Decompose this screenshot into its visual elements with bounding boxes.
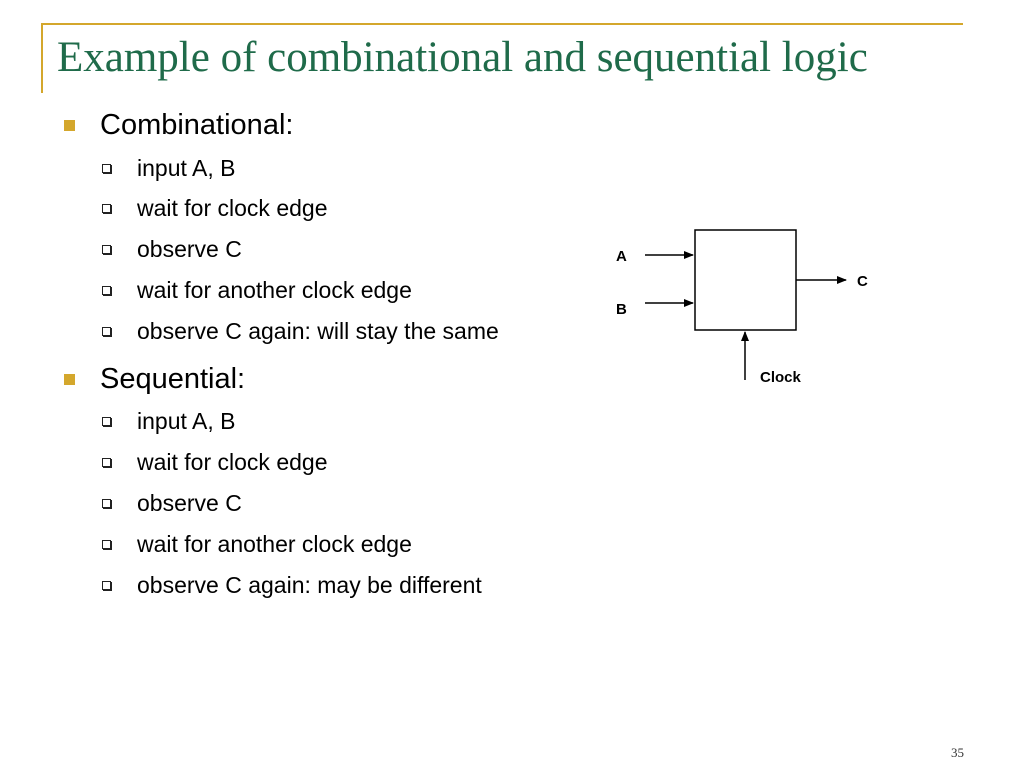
list-item: input A, B <box>102 408 236 434</box>
list-item: wait for clock edge <box>102 449 328 475</box>
logic-block-diagram: A B C Clock <box>600 220 868 400</box>
checkbox-bullet-icon <box>102 540 111 549</box>
logic-block-box <box>694 229 797 331</box>
checkbox-bullet-icon <box>102 458 111 467</box>
checkbox-bullet-icon <box>102 286 111 295</box>
square-bullet-icon <box>64 374 75 385</box>
square-bullet-icon <box>64 120 75 131</box>
section-heading-sequential: Sequential: <box>64 363 246 395</box>
list-item: wait for another clock edge <box>102 277 412 303</box>
list-item-text: observe C again: may be different <box>137 572 482 598</box>
list-item: observe C again: may be different <box>102 572 482 598</box>
checkbox-bullet-icon <box>102 499 111 508</box>
clock-label: Clock <box>760 369 801 386</box>
list-item-text: observe C again: will stay the same <box>137 318 499 344</box>
section-heading-text: Combinational: <box>100 109 294 141</box>
list-item-text: observe C <box>137 490 242 516</box>
list-item: wait for clock edge <box>102 195 328 221</box>
list-item-text: wait for clock edge <box>137 195 328 221</box>
list-item-text: wait for another clock edge <box>137 531 412 557</box>
checkbox-bullet-icon <box>102 417 111 426</box>
list-item: wait for another clock edge <box>102 531 412 557</box>
checkbox-bullet-icon <box>102 581 111 590</box>
list-item: observe C <box>102 236 242 262</box>
list-item: observe C again: will stay the same <box>102 318 499 344</box>
list-item-text: input A, B <box>137 155 236 181</box>
list-item: observe C <box>102 490 242 516</box>
list-item-text: input A, B <box>137 408 236 434</box>
checkbox-bullet-icon <box>102 327 111 336</box>
list-item-text: observe C <box>137 236 242 262</box>
list-item-text: wait for another clock edge <box>137 277 412 303</box>
input-a-label: A <box>616 248 627 265</box>
list-item-text: wait for clock edge <box>137 449 328 475</box>
list-item: input A, B <box>102 155 236 181</box>
checkbox-bullet-icon <box>102 204 111 213</box>
title-frame-left <box>41 23 43 93</box>
page-number: 35 <box>951 745 964 760</box>
section-heading-text: Sequential: <box>100 363 246 395</box>
checkbox-bullet-icon <box>102 164 111 173</box>
slide-title: Example of combinational and sequential … <box>57 34 868 81</box>
checkbox-bullet-icon <box>102 245 111 254</box>
section-heading-combinational: Combinational: <box>64 109 294 141</box>
output-c-label: C <box>857 273 868 290</box>
logic-block-drawing <box>645 229 847 380</box>
input-b-label: B <box>616 301 627 318</box>
title-frame-top <box>41 23 963 25</box>
